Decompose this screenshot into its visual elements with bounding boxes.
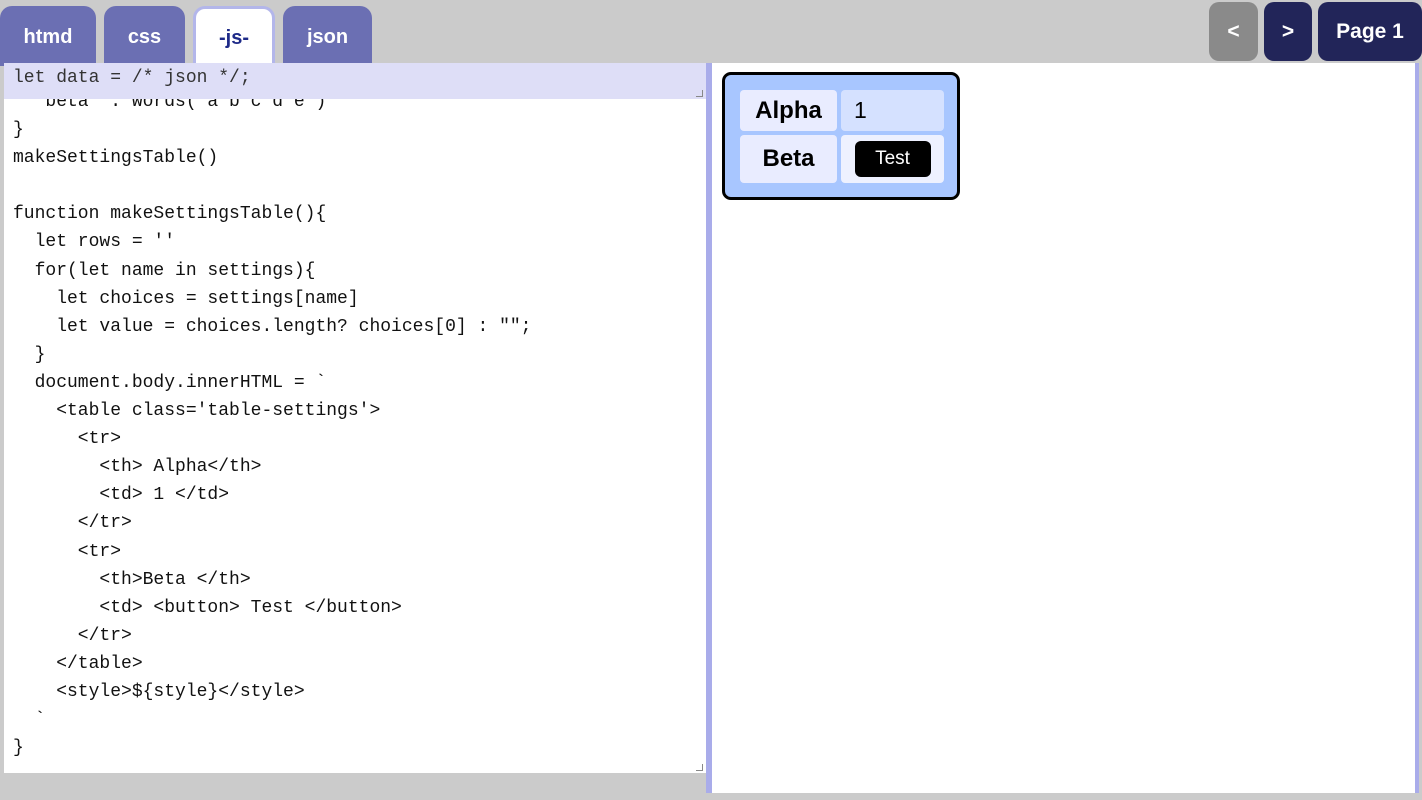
- preview-pane: Alpha 1 Beta Test: [712, 63, 1415, 793]
- code-content: 'beta' : words('a b c d e') } makeSettin…: [13, 99, 532, 759]
- tab-js[interactable]: -js-: [193, 6, 275, 66]
- tab-css[interactable]: css: [104, 6, 185, 66]
- preview-border: [1415, 63, 1419, 793]
- code-textarea[interactable]: 'beta' : words('a b c d e') } makeSettin…: [4, 99, 706, 773]
- beta-header: Beta: [740, 135, 837, 183]
- header-resize-handle[interactable]: [696, 90, 703, 97]
- editor-resize-handle[interactable]: [696, 764, 703, 771]
- tab-json[interactable]: json: [283, 6, 372, 66]
- prev-page-button[interactable]: <: [1209, 2, 1258, 61]
- alpha-header: Alpha: [740, 90, 837, 131]
- code-editor: let data = /* json */; 'beta' : words('a…: [4, 63, 706, 773]
- page-indicator-button[interactable]: Page 1: [1318, 2, 1422, 61]
- pane-splitter[interactable]: [706, 63, 712, 793]
- beta-value-cell: Test: [841, 135, 944, 183]
- next-page-button[interactable]: >: [1264, 2, 1312, 61]
- data-header-input[interactable]: let data = /* json */;: [4, 63, 706, 99]
- settings-table: Alpha 1 Beta Test: [722, 72, 960, 200]
- alpha-value: 1: [841, 90, 944, 131]
- test-button[interactable]: Test: [854, 141, 931, 177]
- tab-htmd[interactable]: htmd: [0, 6, 96, 66]
